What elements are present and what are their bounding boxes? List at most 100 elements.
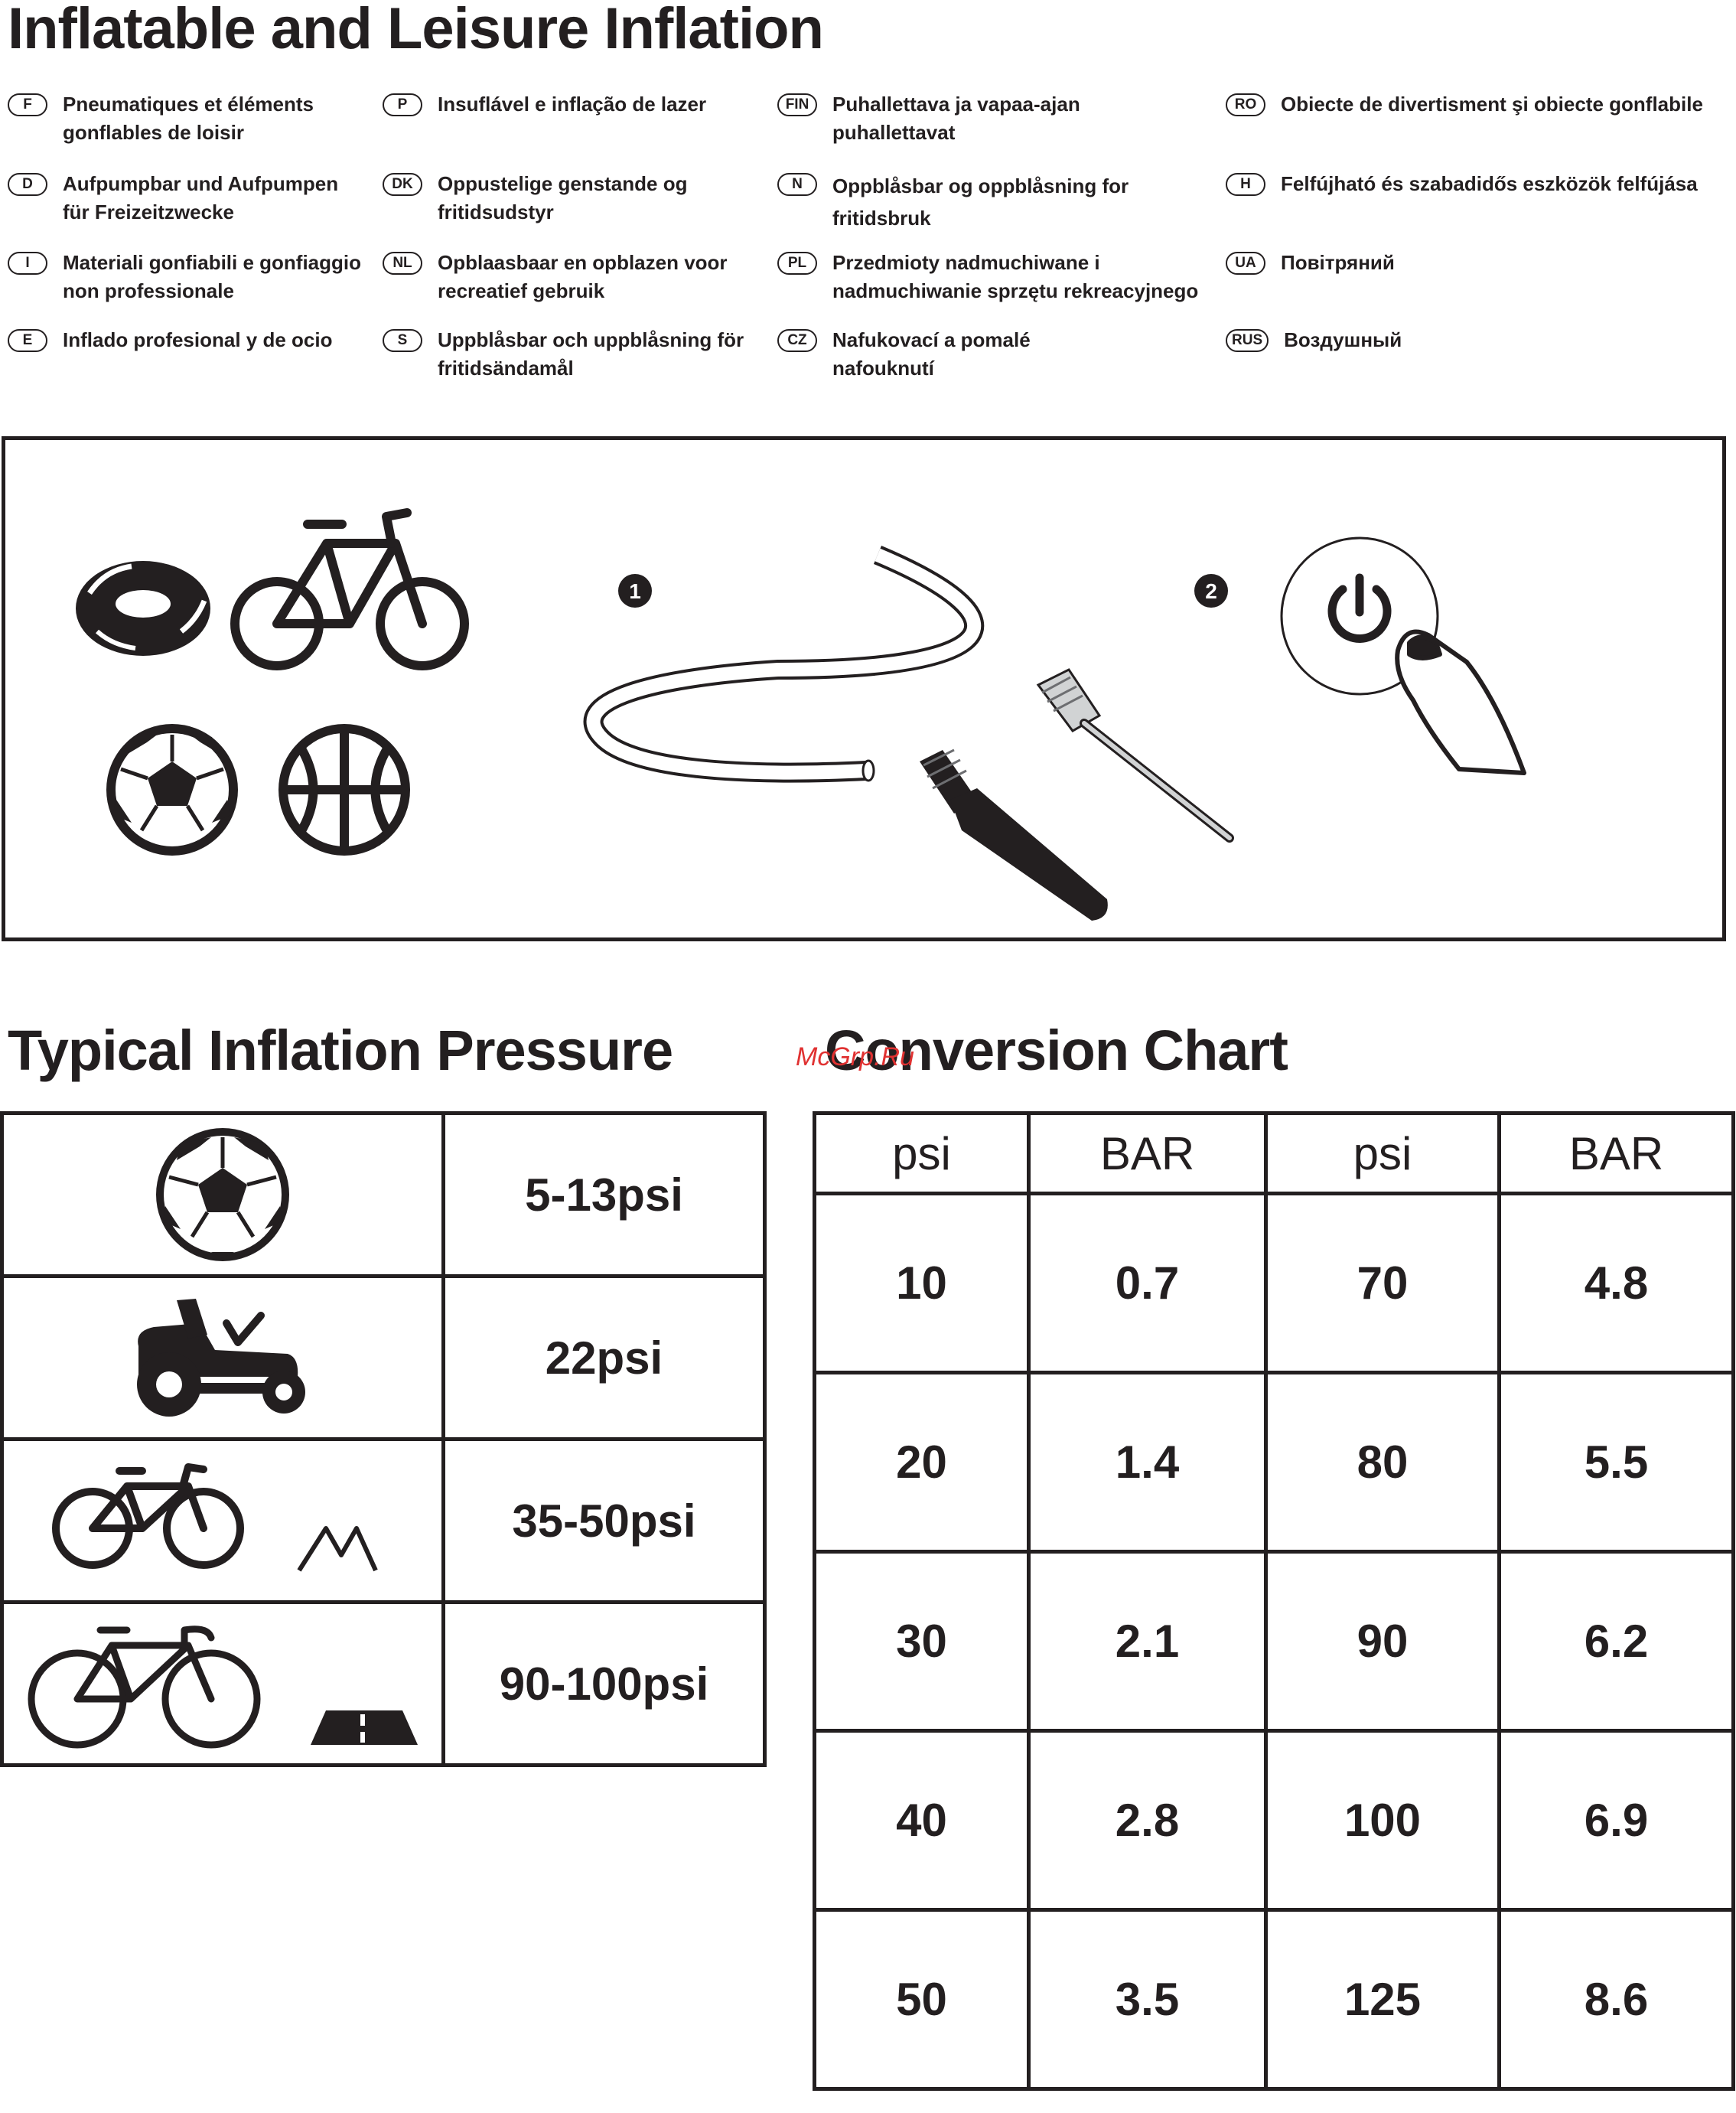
table-row: 35-50psi bbox=[0, 1437, 767, 1604]
lang-item-cz: CZ Nafukovací a pomalé nafouknutí bbox=[777, 326, 1031, 383]
lang-text: Felfújható és szabadidős eszközök felfúj… bbox=[1281, 172, 1698, 195]
lang-item-p: P Insuflável e inflação de lazer bbox=[383, 90, 706, 119]
table-cell: 3.5 bbox=[1027, 1908, 1268, 2091]
column-header: BAR bbox=[1497, 1111, 1735, 1195]
page-title: Inflatable and Leisure Inflation bbox=[8, 0, 824, 61]
table-cell: 5.5 bbox=[1497, 1371, 1735, 1554]
lang-code-badge: FIN bbox=[777, 93, 817, 116]
lang-text: Nafukovací a pomalé nafouknutí bbox=[832, 328, 1031, 380]
power-button-icon bbox=[1280, 536, 1439, 696]
step-1-number: 1 bbox=[629, 579, 641, 603]
table-cell: 2.1 bbox=[1027, 1550, 1268, 1733]
table-cell: 80 bbox=[1264, 1371, 1501, 1554]
lang-code-badge: F bbox=[8, 93, 47, 116]
conversion-heading: Conversion Chart bbox=[825, 1019, 1288, 1082]
lang-item-e: E Inflado profesional y de ocio bbox=[8, 326, 333, 354]
table-cell: 40 bbox=[813, 1729, 1031, 1912]
table-cell: 20 bbox=[813, 1371, 1031, 1554]
language-list: F Pneumatiques et éléments gonflables de … bbox=[8, 90, 1729, 396]
watermark: McGrp.Ru bbox=[796, 1042, 914, 1071]
lang-item-d: D Aufpumpbar und Aufpumpen für Freizeitzw… bbox=[8, 170, 338, 227]
lang-item-i: I Materiali gonfiabili e gonfiaggio non p… bbox=[8, 249, 361, 305]
conversion-table: psi BAR psi BAR 10 0.7 70 4.8 20 1.4 80 … bbox=[813, 1111, 1735, 2091]
lang-text: Obiecte de divertisment şi obiecte gonfl… bbox=[1281, 93, 1703, 116]
lang-item-dk: DK Oppustelige genstande og fritidsudstyr bbox=[383, 170, 687, 227]
table-cell: 6.2 bbox=[1497, 1550, 1735, 1733]
pressure-table: 5-13psi 22psi bbox=[0, 1111, 767, 1767]
bicycle-icon bbox=[230, 508, 469, 670]
lang-item-ro: RO Obiecte de divertisment şi obiecte gon… bbox=[1226, 90, 1703, 119]
lang-text: Materiali gonfiabili e gonfiaggio non pr… bbox=[63, 251, 362, 302]
lang-text: Opblaasbaar en opblazen voor recreatief … bbox=[438, 251, 728, 302]
soccer-ball-icon bbox=[156, 1128, 289, 1261]
lang-code-badge: D bbox=[8, 173, 47, 196]
road-bike-icon bbox=[28, 1626, 418, 1749]
table-row: 10 0.7 70 4.8 bbox=[813, 1192, 1735, 1374]
pressure-icon-cell bbox=[0, 1111, 445, 1278]
pressure-value: 5-13psi bbox=[441, 1111, 767, 1278]
lang-item-rus: RUS Воздушный bbox=[1226, 326, 1402, 354]
inflation-needle-icon bbox=[1036, 668, 1234, 843]
table-row: 90-100psi bbox=[0, 1600, 767, 1767]
table-row: 40 2.8 100 6.9 bbox=[813, 1729, 1735, 1912]
column-header: psi bbox=[1264, 1111, 1501, 1195]
lang-text: Aufpumpbar und Aufpumpen für Freizeitzwe… bbox=[63, 172, 339, 223]
lang-code-badge: RUS bbox=[1226, 329, 1269, 352]
pressure-value: 22psi bbox=[441, 1274, 767, 1441]
lang-code-badge: DK bbox=[383, 173, 422, 196]
lang-text: Oppustelige genstande og fritidsudstyr bbox=[438, 172, 688, 223]
column-header: psi bbox=[813, 1111, 1031, 1195]
soccer-ball-icon bbox=[106, 724, 238, 856]
column-header: BAR bbox=[1027, 1111, 1268, 1195]
step-2-number: 2 bbox=[1205, 579, 1217, 603]
lang-text: Inflado profesional y de ocio bbox=[63, 328, 333, 351]
table-cell: 4.8 bbox=[1497, 1192, 1735, 1374]
pressure-value: 35-50psi bbox=[441, 1437, 767, 1604]
table-cell: 8.6 bbox=[1497, 1908, 1735, 2091]
hose-icon bbox=[583, 546, 985, 783]
lang-text: Pneumatiques et éléments gonflables de l… bbox=[63, 93, 314, 144]
table-cell: 100 bbox=[1264, 1729, 1501, 1912]
pressure-heading: Typical Inflation Pressure bbox=[8, 1019, 673, 1082]
table-cell: 70 bbox=[1264, 1192, 1501, 1374]
table-cell: 90 bbox=[1264, 1550, 1501, 1733]
lang-code-badge: P bbox=[383, 93, 422, 116]
table-cell: 30 bbox=[813, 1550, 1031, 1733]
lang-code-badge: E bbox=[8, 329, 47, 352]
table-row: 30 2.1 90 6.2 bbox=[813, 1550, 1735, 1733]
lang-code-badge: CZ bbox=[777, 329, 817, 352]
usage-illustration: 1 2 bbox=[76, 508, 1526, 921]
mountains-icon bbox=[297, 1526, 378, 1572]
pressure-icon-cell bbox=[0, 1600, 445, 1767]
pressure-icon-cell bbox=[0, 1437, 445, 1604]
table-cell: 2.8 bbox=[1027, 1729, 1268, 1912]
lang-code-badge: NL bbox=[383, 252, 422, 275]
lang-code-badge: RO bbox=[1226, 93, 1265, 116]
table-row: 22psi bbox=[0, 1274, 767, 1441]
step-2-marker: 2 bbox=[1194, 574, 1228, 608]
pressure-icon-cell bbox=[0, 1274, 445, 1441]
lang-text: Воздушный bbox=[1284, 328, 1402, 351]
table-cell: 125 bbox=[1264, 1908, 1501, 2091]
lang-code-badge: I bbox=[8, 252, 47, 275]
table-row: 50 3.5 125 8.6 bbox=[813, 1908, 1735, 2091]
pressure-value: 90-100psi bbox=[441, 1600, 767, 1767]
nozzle-adapter-icon bbox=[920, 748, 1108, 921]
lang-text: Przedmioty nadmuchiwane i nadmuchiwanie … bbox=[832, 251, 1199, 302]
table-cell: 6.9 bbox=[1497, 1729, 1735, 1912]
table-header-row: psi BAR psi BAR bbox=[813, 1111, 1735, 1195]
table-cell: 10 bbox=[813, 1192, 1031, 1374]
lang-text: Uppblåsbar och uppblåsning för fritidsän… bbox=[438, 328, 744, 380]
step-1-marker: 1 bbox=[618, 574, 652, 608]
road-icon bbox=[311, 1710, 418, 1745]
finger-icon bbox=[1395, 629, 1526, 775]
lang-text: Oppblåsbar og oppblåsning for fritidsbru… bbox=[832, 174, 1129, 230]
table-cell: 50 bbox=[813, 1908, 1031, 2091]
lang-text: Повітряний bbox=[1281, 251, 1395, 274]
lang-text: Insuflável e inflação de lazer bbox=[438, 93, 707, 116]
basketball-icon bbox=[278, 724, 410, 856]
